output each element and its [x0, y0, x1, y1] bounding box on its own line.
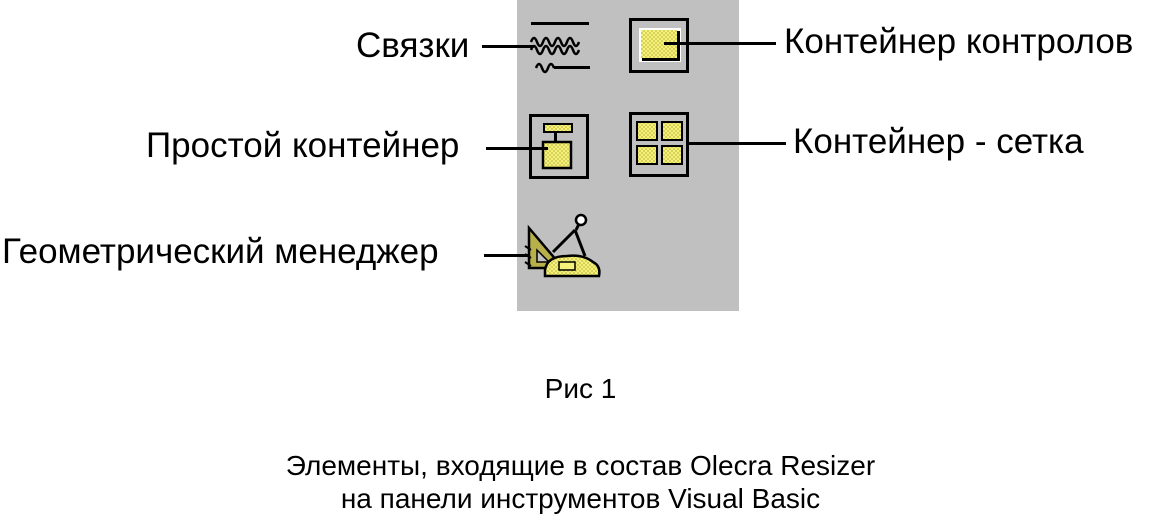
figure-caption-line1: Элементы, входящие в состав Olecra Resiz…: [285, 450, 876, 481]
label-control-container: Контейнер контролов: [784, 22, 1134, 61]
control-container-icon[interactable]: [627, 18, 691, 74]
grid-container-icon[interactable]: [625, 112, 693, 178]
geometry-manager-icon[interactable]: [523, 210, 609, 284]
leader-line-grid-container: [686, 142, 786, 145]
leader-line-geometry-manager: [484, 254, 528, 257]
simple-container-icon[interactable]: [525, 114, 593, 180]
leader-line-svyazki: [482, 45, 534, 48]
label-grid-container: Контейнер - сетка: [793, 122, 1084, 161]
svyazki-icon[interactable]: [528, 20, 592, 78]
label-svyazki: Связки: [356, 26, 470, 65]
toolbar-panel: [517, 0, 739, 311]
leader-line-simple-container: [486, 147, 548, 150]
figure-caption-line2: на панели инструментов Visual Basic: [340, 483, 821, 514]
leader-line-control-container: [664, 42, 776, 45]
label-geometry-manager: Геометрический менеджер: [2, 232, 439, 271]
figure-number: Рис 1: [544, 373, 617, 404]
label-simple-container: Простой контейнер: [146, 126, 460, 165]
